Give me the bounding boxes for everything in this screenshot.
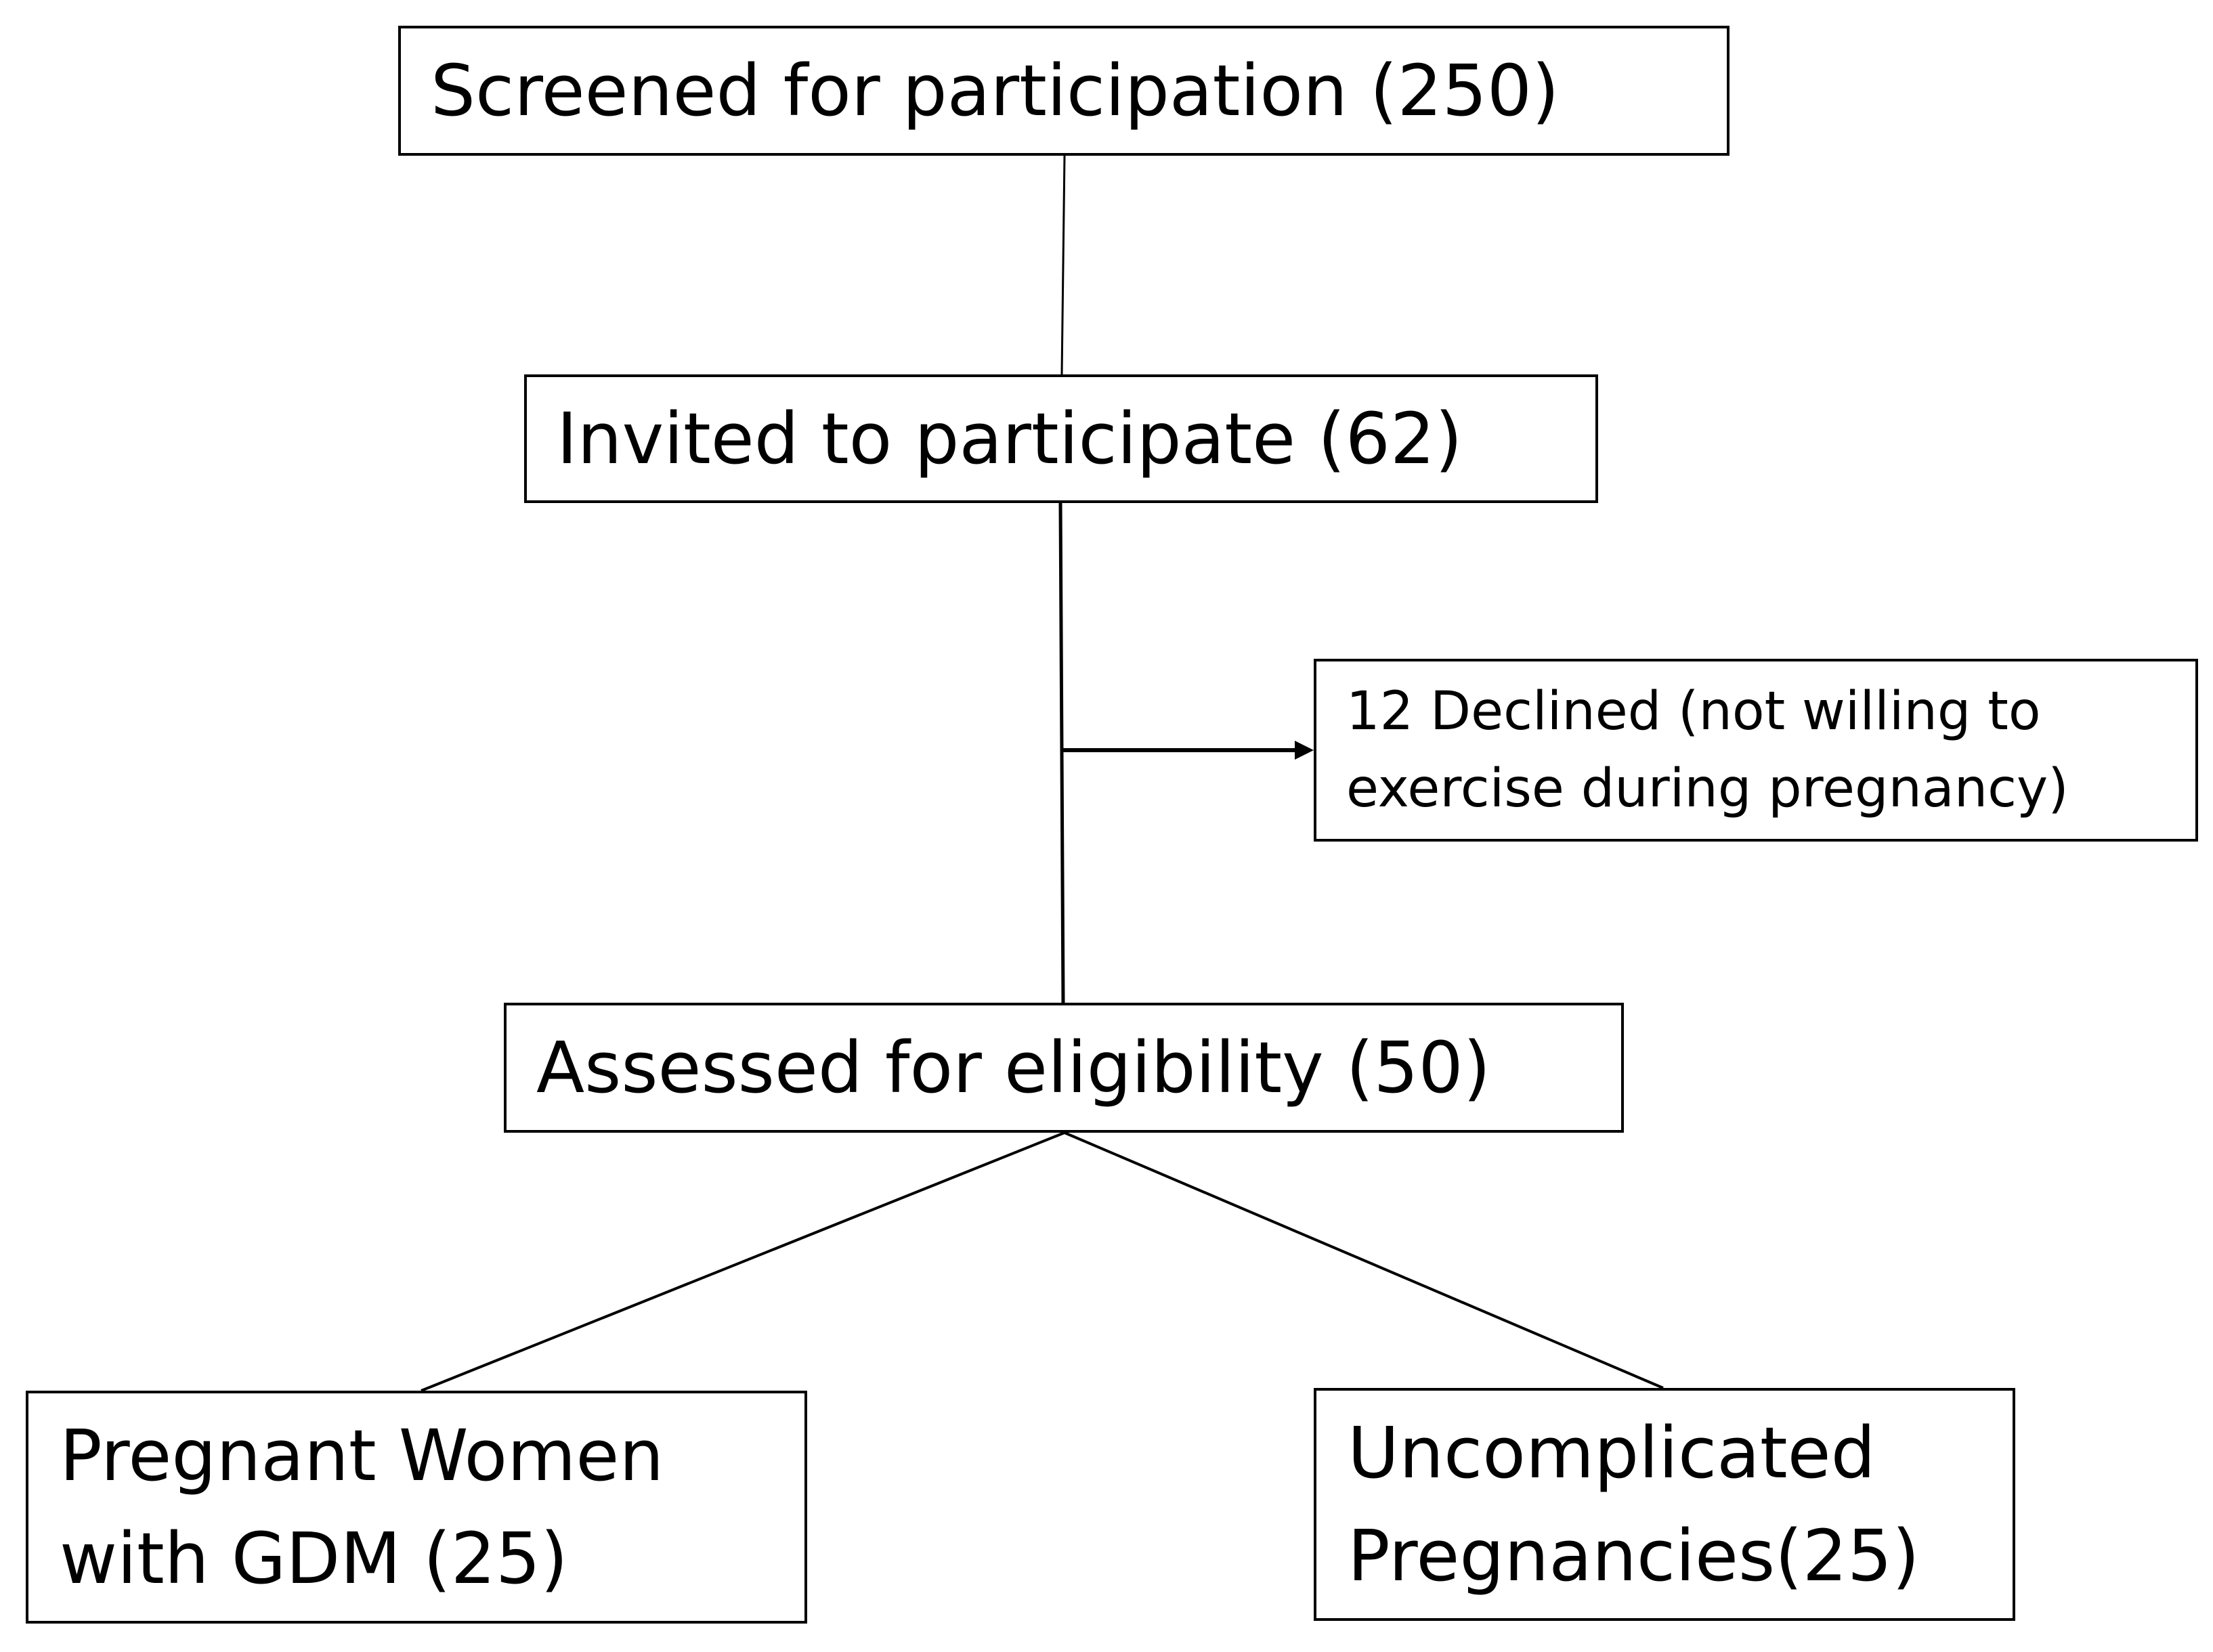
arrowhead-declined [1295,741,1314,760]
connector-assessed-to-uncomplicated [1064,1131,1664,1389]
connector-assessed-to-gdm [421,1131,1065,1392]
screened-label: Screened for participation (250) [431,49,1560,132]
screened-box: Screened for participation (250) [398,26,1729,156]
connector-screened-to-invited [1060,155,1066,375]
uncomplicated-group-label: Uncomplicated Pregnancies(25) [1348,1412,1920,1597]
gdm-group-box: Pregnant Women with GDM (25) [26,1391,807,1624]
connector-invited-to-assessed [1058,502,1065,1003]
declined-box: 12 Declined (not willing to exercise dur… [1314,659,2198,842]
invited-label: Invited to participate (62) [557,397,1463,480]
assessed-box: Assessed for eligibility (50) [504,1003,1624,1133]
uncomplicated-group-box: Uncomplicated Pregnancies(25) [1314,1388,2015,1621]
gdm-group-label: Pregnant Women with GDM (25) [60,1414,664,1600]
invited-box: Invited to participate (62) [524,374,1598,503]
assessed-label: Assessed for eligibility (50) [536,1026,1491,1109]
declined-label: 12 Declined (not willing to exercise dur… [1346,681,2069,819]
